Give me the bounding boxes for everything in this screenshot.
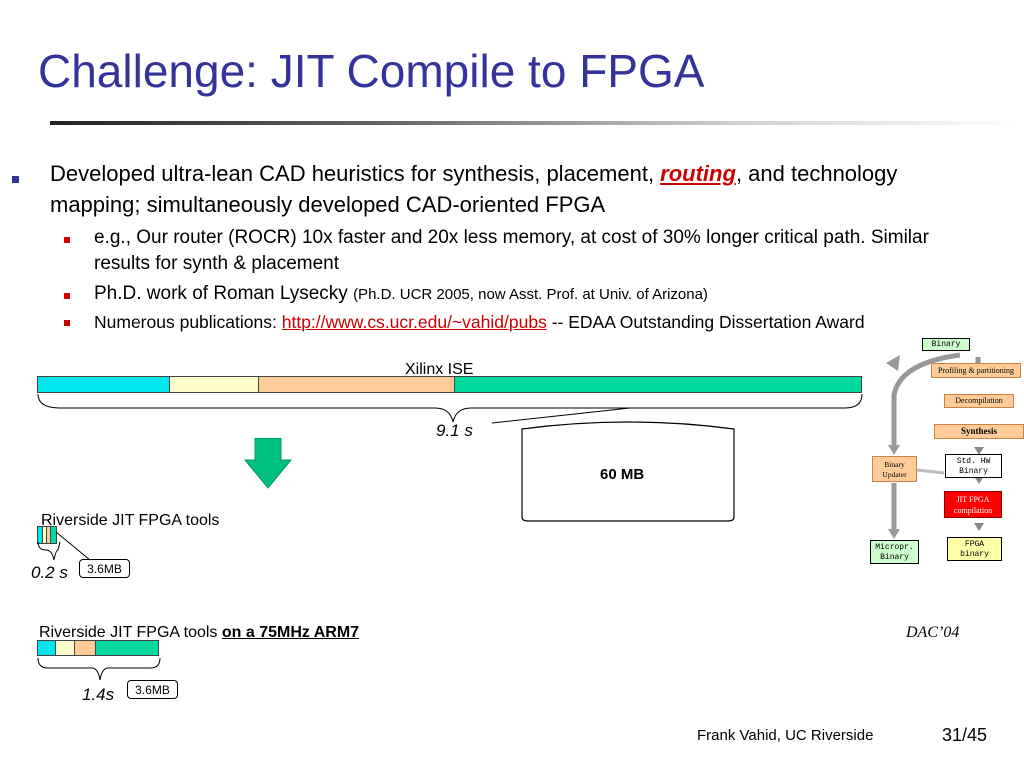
fpga-binary-box: FPGA binary [947,537,1002,561]
std-hw-line2: Binary [959,467,988,476]
fpga-line1: FPGA [964,540,985,549]
publications-link[interactable]: http://www.cs.ucr.edu/~vahid/pubs [281,312,547,332]
arm-bar-segment [55,640,75,656]
phd-text: Ph.D. work of Roman Lysecky [94,283,354,304]
sub-bullet-marker [64,293,70,299]
xilinx-bar-segment [37,376,170,393]
main-bullet-part2: , and technology mapping; simultaneously… [50,161,898,217]
page-number: 31/45 [942,725,988,745]
arm-bar-segment [95,640,159,656]
micro-line1: Micropr. [875,543,914,552]
arm-label-text: Riverside JIT FPGA tools [39,624,222,641]
binary-updater-box: Binary Updater [872,456,917,482]
down-arrow-icon [244,438,292,489]
xilinx-time: 9.1 s [436,421,473,440]
xilinx-bar-segment [258,376,455,393]
sub-bullet-phd: Ph.D. work of Roman Lysecky (Ph.D. UCR 2… [94,281,974,308]
synthesis-box: Synthesis [934,424,1024,439]
sub-bullet-marker [64,320,70,326]
dac-citation: DAC’04 [906,624,960,641]
riverside-label: Riverside JIT FPGA tools [41,512,220,529]
publications-text: Numerous publications: [94,312,282,332]
arm-bar-segment [37,640,56,656]
riverside-time: 0.2 s [31,563,68,582]
xilinx-bar-segment [454,376,862,393]
std-hw-binary-box: Std. HW Binary [945,454,1002,478]
bullet-marker [12,176,19,183]
arm-brace [37,657,161,681]
decompilation-box: Decompilation [944,394,1014,408]
main-bullet-text: Developed ultra-lean CAD heuristics for … [50,158,920,220]
micro-line2: Binary [880,553,909,562]
arm-memory: 3.6MB [127,680,178,699]
arm-label: Riverside JIT FPGA tools on a 75MHz ARM7 [39,624,359,642]
routing-emphasis: routing [660,161,736,186]
sub-bullet-marker [64,237,70,243]
updater-line2: Updater [882,470,907,479]
footer-author: Frank Vahid, UC Riverside [697,727,874,744]
main-bullet-part1: Developed ultra-lean CAD heuristics for … [50,161,661,186]
title-rule [50,121,1024,125]
riverside-brace [37,531,91,561]
updater-line1: Binary [884,460,905,469]
sub-bullet-router: e.g., Our router (ROCR) 10x faster and 2… [94,227,929,274]
fpga-line2: binary [960,550,989,559]
binary-box: Binary [922,338,970,351]
xilinx-brace [37,393,863,423]
xilinx-memory: 60 MB [600,466,645,483]
flow-diagram-arrows [886,352,984,539]
arm-time: 1.4s [82,685,115,704]
profiling-box: Profiling & partitioning [931,363,1021,378]
std-hw-line1: Std. HW [956,457,991,466]
memory-cylinder-xilinx [491,407,735,522]
jit-line2: compilation [953,506,993,515]
xilinx-bar-segment [169,376,259,393]
phd-detail: (Ph.D. UCR 2005, now Asst. Prof. at Univ… [353,286,708,303]
arm-label-emphasis: on a 75MHz ARM7 [221,624,360,641]
arm-bar-segment [74,640,96,656]
jit-line1: JIT FPGA [956,495,990,504]
micropr-binary-box: Micropr. Binary [870,540,919,564]
riverside-memory: 3.6MB [79,559,130,578]
award-text: -- EDAA Outstanding Dissertation Award [546,312,865,332]
jit-fpga-compilation-box: JIT FPGA compilation [944,491,1002,518]
riverside-bar-segment [50,526,57,544]
slide-title: Challenge: JIT Compile to FPGA [38,45,705,97]
sub-bullet-publications: Numerous publications: http://www.cs.ucr… [94,309,974,335]
xilinx-label: Xilinx ISE [405,361,474,378]
